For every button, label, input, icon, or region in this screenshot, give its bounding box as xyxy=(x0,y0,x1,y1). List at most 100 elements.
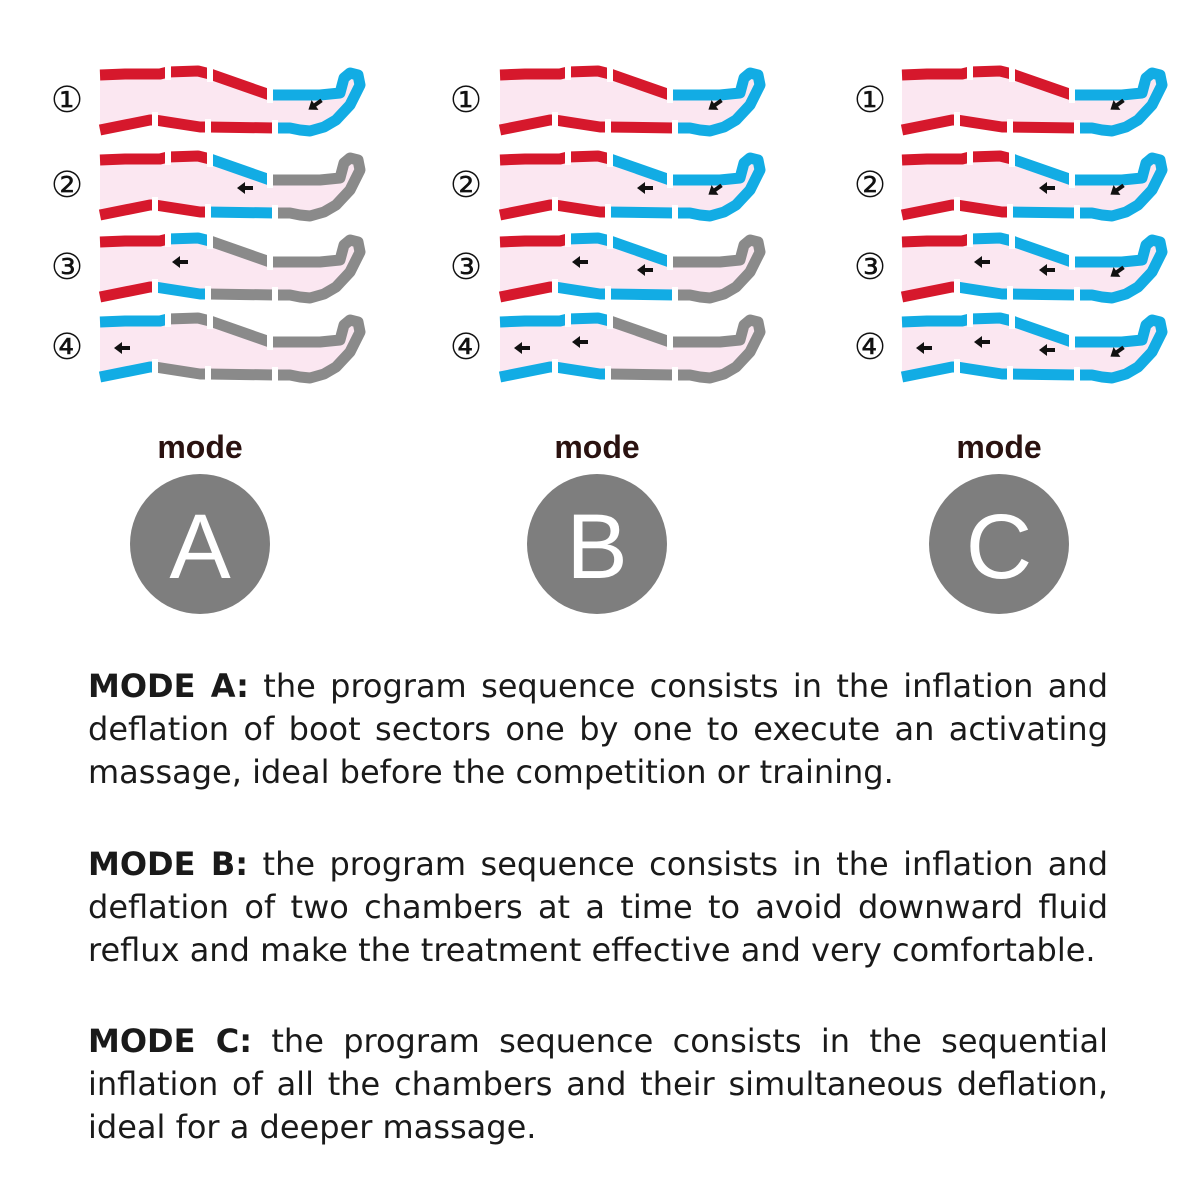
chamber-gap xyxy=(967,231,973,247)
chamber-gap xyxy=(1007,366,1013,382)
calf-chamber-bottom xyxy=(1009,368,1078,381)
chamber-gap xyxy=(954,112,960,128)
chamber-gap xyxy=(272,205,278,221)
mode-a-badge xyxy=(130,474,270,614)
arrow-icon xyxy=(1039,344,1055,356)
calf-chamber-bottom xyxy=(607,368,676,381)
chamber-gap xyxy=(672,287,678,303)
chamber-gap xyxy=(667,334,673,350)
chamber-gap xyxy=(152,279,158,295)
chamber-gap xyxy=(605,366,611,382)
step-number-4: ④ xyxy=(450,327,482,368)
mode-c-step-4-leg xyxy=(900,311,1168,384)
chamber-gap xyxy=(165,149,171,165)
calf-chamber-bottom xyxy=(607,206,676,219)
mode-b-description: MODE B: the program sequence consists in… xyxy=(88,843,1108,972)
chamber-gap xyxy=(565,311,571,327)
chamber-gap xyxy=(565,64,571,80)
arrow-icon xyxy=(1110,98,1125,110)
calf-chamber-top xyxy=(608,68,672,101)
mode-c-step-1-leg xyxy=(900,64,1168,137)
mode-c-step-2-leg xyxy=(900,149,1168,222)
foot-chamber-top xyxy=(270,152,366,222)
knee-chamber-top xyxy=(567,312,612,327)
arrow-icon xyxy=(1110,183,1125,195)
step-number-1: ① xyxy=(450,80,482,121)
knee-chamber-top xyxy=(969,232,1014,247)
chamber-gap xyxy=(267,334,273,350)
arrow-icon xyxy=(572,256,588,268)
chamber-gap xyxy=(565,149,571,165)
calf-chamber-top xyxy=(1010,235,1074,268)
chamber-gap xyxy=(565,231,571,247)
calf-chamber-bottom xyxy=(207,121,276,134)
calf-chamber-bottom xyxy=(1009,288,1078,301)
chamber-gap xyxy=(267,172,273,188)
foot-chamber-top xyxy=(670,67,766,137)
arrow-icon xyxy=(974,336,990,348)
step-number-3: ③ xyxy=(51,247,83,288)
knee-chamber-top xyxy=(567,150,612,165)
knee-chamber-top xyxy=(167,312,212,327)
knee-chamber-top xyxy=(969,312,1014,327)
mode-a-step-1-leg xyxy=(98,64,366,137)
chamber-gap xyxy=(605,119,611,135)
calf-chamber-top xyxy=(1010,153,1074,186)
chamber-gap xyxy=(207,151,213,167)
chamber-gap xyxy=(667,172,673,188)
mode-a-step-2-leg xyxy=(98,149,366,222)
chamber-gap xyxy=(272,287,278,303)
chamber-gap xyxy=(1074,205,1080,221)
arrow-icon xyxy=(637,182,653,194)
step-number-3: ③ xyxy=(450,247,482,288)
mode-c-step-3-leg xyxy=(900,231,1168,304)
thigh-chamber-top xyxy=(901,66,972,81)
arrow-icon xyxy=(1110,345,1125,357)
knee-chamber-top xyxy=(167,65,212,80)
thigh-chamber-top xyxy=(99,313,170,328)
thigh-chamber-top xyxy=(499,233,570,248)
chamber-gap xyxy=(1074,367,1080,383)
calf-chamber-top xyxy=(608,235,672,268)
chamber-gap xyxy=(605,286,611,302)
mode-a-step-3-leg xyxy=(98,231,366,304)
arrow-icon xyxy=(572,336,588,348)
chamber-gap xyxy=(152,112,158,128)
thigh-chamber-top xyxy=(901,313,972,328)
calf-chamber-bottom xyxy=(607,288,676,301)
step-number-2: ② xyxy=(51,165,83,206)
foot-chamber-top xyxy=(1072,152,1168,222)
foot-chamber-top xyxy=(670,152,766,222)
chamber-gap xyxy=(267,87,273,103)
chamber-gap xyxy=(1074,287,1080,303)
mode-b-step-4-leg xyxy=(498,311,766,384)
arrow-icon xyxy=(708,183,723,195)
thigh-chamber-top xyxy=(99,66,170,81)
knee-chamber-top xyxy=(167,232,212,247)
chamber-gap xyxy=(967,149,973,165)
chamber-gap xyxy=(552,197,558,213)
chamber-gap xyxy=(1069,254,1075,270)
mode-c-word: mode xyxy=(956,429,1041,465)
chamber-gap xyxy=(165,311,171,327)
mode-c-badge xyxy=(929,474,1069,614)
chamber-gap xyxy=(954,359,960,375)
arrow-icon xyxy=(1039,264,1055,276)
foot-chamber-top xyxy=(1072,314,1168,384)
foot-chamber-top xyxy=(270,234,366,304)
chamber-gap xyxy=(152,359,158,375)
foot-chamber-top xyxy=(270,67,366,137)
calf-chamber-bottom xyxy=(1009,121,1078,134)
chamber-gap xyxy=(607,313,613,329)
chamber-gap xyxy=(1009,151,1015,167)
step-number-3: ③ xyxy=(854,247,886,288)
chamber-gap xyxy=(607,151,613,167)
calf-chamber-top xyxy=(608,153,672,186)
mode-c-label: MODE C: xyxy=(88,1022,253,1060)
knee-chamber-top xyxy=(969,150,1014,165)
chamber-gap xyxy=(1009,313,1015,329)
chamber-gap xyxy=(607,233,613,249)
thigh-chamber-top xyxy=(499,313,570,328)
foot-chamber-top xyxy=(1072,67,1168,137)
